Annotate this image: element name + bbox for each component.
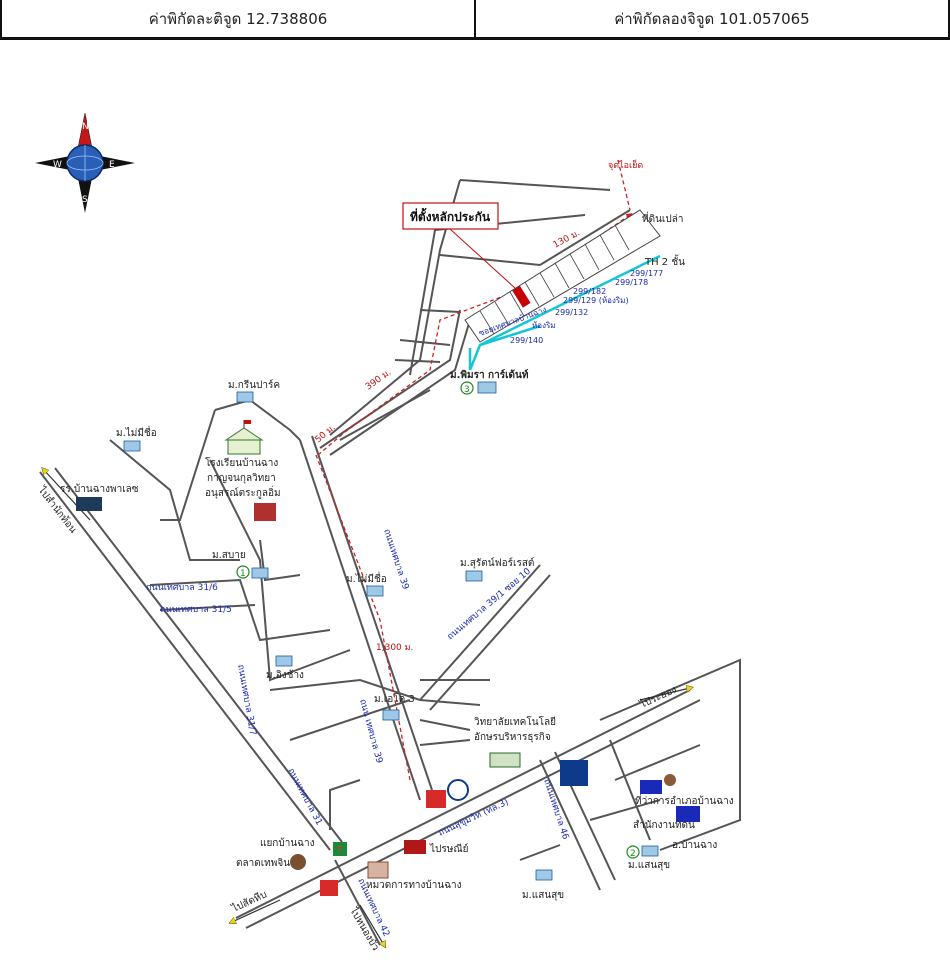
honda-icon-2 xyxy=(320,880,338,896)
marker-1: 1 xyxy=(236,565,250,579)
house-icon xyxy=(477,381,497,394)
school-label-1: โรงเรียนบ้านฉาง xyxy=(205,456,278,469)
junction-label: แยกบ้านฉาง xyxy=(260,837,315,849)
highway-office-icon xyxy=(367,861,389,879)
m-sura-label: ม.สุรัตน์ฟอร์เรสต์ xyxy=(460,557,534,569)
svg-text:1: 1 xyxy=(240,569,246,579)
house-icon xyxy=(251,567,269,579)
ptt-icon xyxy=(447,779,469,801)
house-icon xyxy=(465,570,483,582)
road-31-7-label: ถนนเทศบาล 31/7 xyxy=(235,664,257,736)
unit-182: 299/182 xyxy=(573,287,606,296)
school-building-icon xyxy=(224,420,264,455)
house-icon xyxy=(641,845,659,857)
th2-label: TH 2 ชั้น xyxy=(644,254,685,268)
district-label-1: ที่ว่าการอำเภอบ้านฉาง xyxy=(635,793,734,807)
house-icon xyxy=(382,709,400,721)
m-pimra-label: ม.พิมรา การ์เด้นท์ xyxy=(450,369,529,381)
honda-icon xyxy=(426,790,446,808)
house-icon xyxy=(236,391,254,403)
land-office-icon xyxy=(676,806,700,822)
market-label: ตลาดเทพจินดา xyxy=(236,858,302,869)
no-name-1-label: ม.ไม่มีชื่อ xyxy=(116,425,157,439)
m-sabai-label: ม.สบาย xyxy=(212,550,246,561)
post-icon xyxy=(404,840,426,854)
coordinate-bar: ค่าพิกัดละติจูด 12.738806 ค่าพิกัดลองจิจ… xyxy=(0,0,950,40)
college-label-1: วิทยาลัยเทคโนโลยี xyxy=(474,715,556,728)
subject-plot xyxy=(464,209,661,371)
unit-178: 299/178 xyxy=(615,278,648,287)
svg-text:2: 2 xyxy=(630,849,636,859)
monument-icon xyxy=(254,503,276,521)
road-31-5-label: ถนนเทศบาล 31/5 xyxy=(160,605,232,615)
compass-rose-icon: N E S W xyxy=(35,112,135,213)
house-icons xyxy=(123,381,659,881)
house-icon xyxy=(535,869,553,881)
market-icon xyxy=(290,854,306,870)
green-park-label: ม.กรีนปาร์ค xyxy=(228,379,280,391)
longitude-label: ค่าพิกัดลองจิจูด 101.057065 xyxy=(474,0,950,37)
hongrim-label: ห้องริม xyxy=(532,321,556,330)
distance-390: 390 ม. xyxy=(364,368,393,393)
route-path xyxy=(315,159,633,781)
school-label-2: กาญจนกุลวิทยา xyxy=(207,473,276,484)
collateral-callout: ที่ตั้งหลักประกัน xyxy=(402,202,516,289)
no-name-2-label: ม.ไม่มีชื่อ xyxy=(346,571,387,585)
svg-text:3: 3 xyxy=(464,385,470,395)
palace-icon xyxy=(76,497,102,511)
compass-e: E xyxy=(109,160,115,170)
bank-icon xyxy=(560,760,588,786)
unit-129: 299/129 (ห้องริม) xyxy=(563,296,629,305)
unit-132: 299/132 xyxy=(555,308,588,317)
point-key-label: จุดไอเย็ด xyxy=(608,158,643,171)
compass-s: S xyxy=(82,195,88,205)
house-icon xyxy=(123,440,141,452)
compass-n: N xyxy=(82,122,89,132)
rr-banchang-label: รร.บ้านฉางพาเลซ xyxy=(60,483,139,495)
road-31-6-label: ถนนเทศบาล 31/6 xyxy=(146,583,218,593)
road-46-label: ถนนเทศบาล 46 xyxy=(541,778,570,841)
m-saensuk-2-label: ม.แสนสุข xyxy=(522,890,564,901)
house-icon xyxy=(275,655,293,667)
distance-50: 50 ม. xyxy=(314,423,338,446)
highway-label: หมวดการทางบ้านฉาง xyxy=(366,879,462,891)
distance-130: 130 ม. xyxy=(552,228,582,250)
seven-eleven-label: 7 xyxy=(336,845,342,856)
compass-w: W xyxy=(53,160,62,170)
unit-177: 299/177 xyxy=(630,269,663,278)
direction-arrows xyxy=(44,470,690,945)
marker-2: 2 xyxy=(626,845,640,859)
district-label-3: อ.บ้านฉาง xyxy=(672,839,717,851)
emblem-icon xyxy=(664,774,676,786)
subject-unit-marker xyxy=(512,285,531,308)
callout-text: ที่ตั้งหลักประกัน xyxy=(410,207,491,224)
road-39-label: ถนน เทศบาล 39 xyxy=(357,698,384,765)
marker-3: 3 xyxy=(460,381,474,395)
post-label: ไปรษณีย์ xyxy=(429,843,468,855)
m-eco3-label: ม.เอโค 3 xyxy=(374,692,415,705)
m-ingchang-label: ม.อิงช้าง xyxy=(266,669,304,681)
college-icon xyxy=(489,752,521,768)
seven-eleven-icon xyxy=(333,842,347,856)
road-sukhumvit-label: ถนนสุขุมวิท (ทล.3) xyxy=(437,797,511,839)
empty-land-label: ที่ดินเปล่า xyxy=(642,211,683,225)
distance-1300: 1,300 ม. xyxy=(376,643,413,653)
office-icon xyxy=(640,780,662,794)
school-label-3: อนุสรณ์ตระกูลอิ่ม xyxy=(205,485,281,499)
college-label-2: อักษรบริหารธุรกิจ xyxy=(474,732,551,743)
unit-140: 299/140 xyxy=(510,336,543,345)
m-saensuk-1-label: ม.แสนสุข xyxy=(628,860,670,871)
house-icon xyxy=(366,585,384,597)
latitude-label: ค่าพิกัดละติจูด 12.738806 xyxy=(0,0,474,37)
road-39-1-label: ถนนเทศบาล 39/1 ซอย 10 xyxy=(446,566,534,642)
